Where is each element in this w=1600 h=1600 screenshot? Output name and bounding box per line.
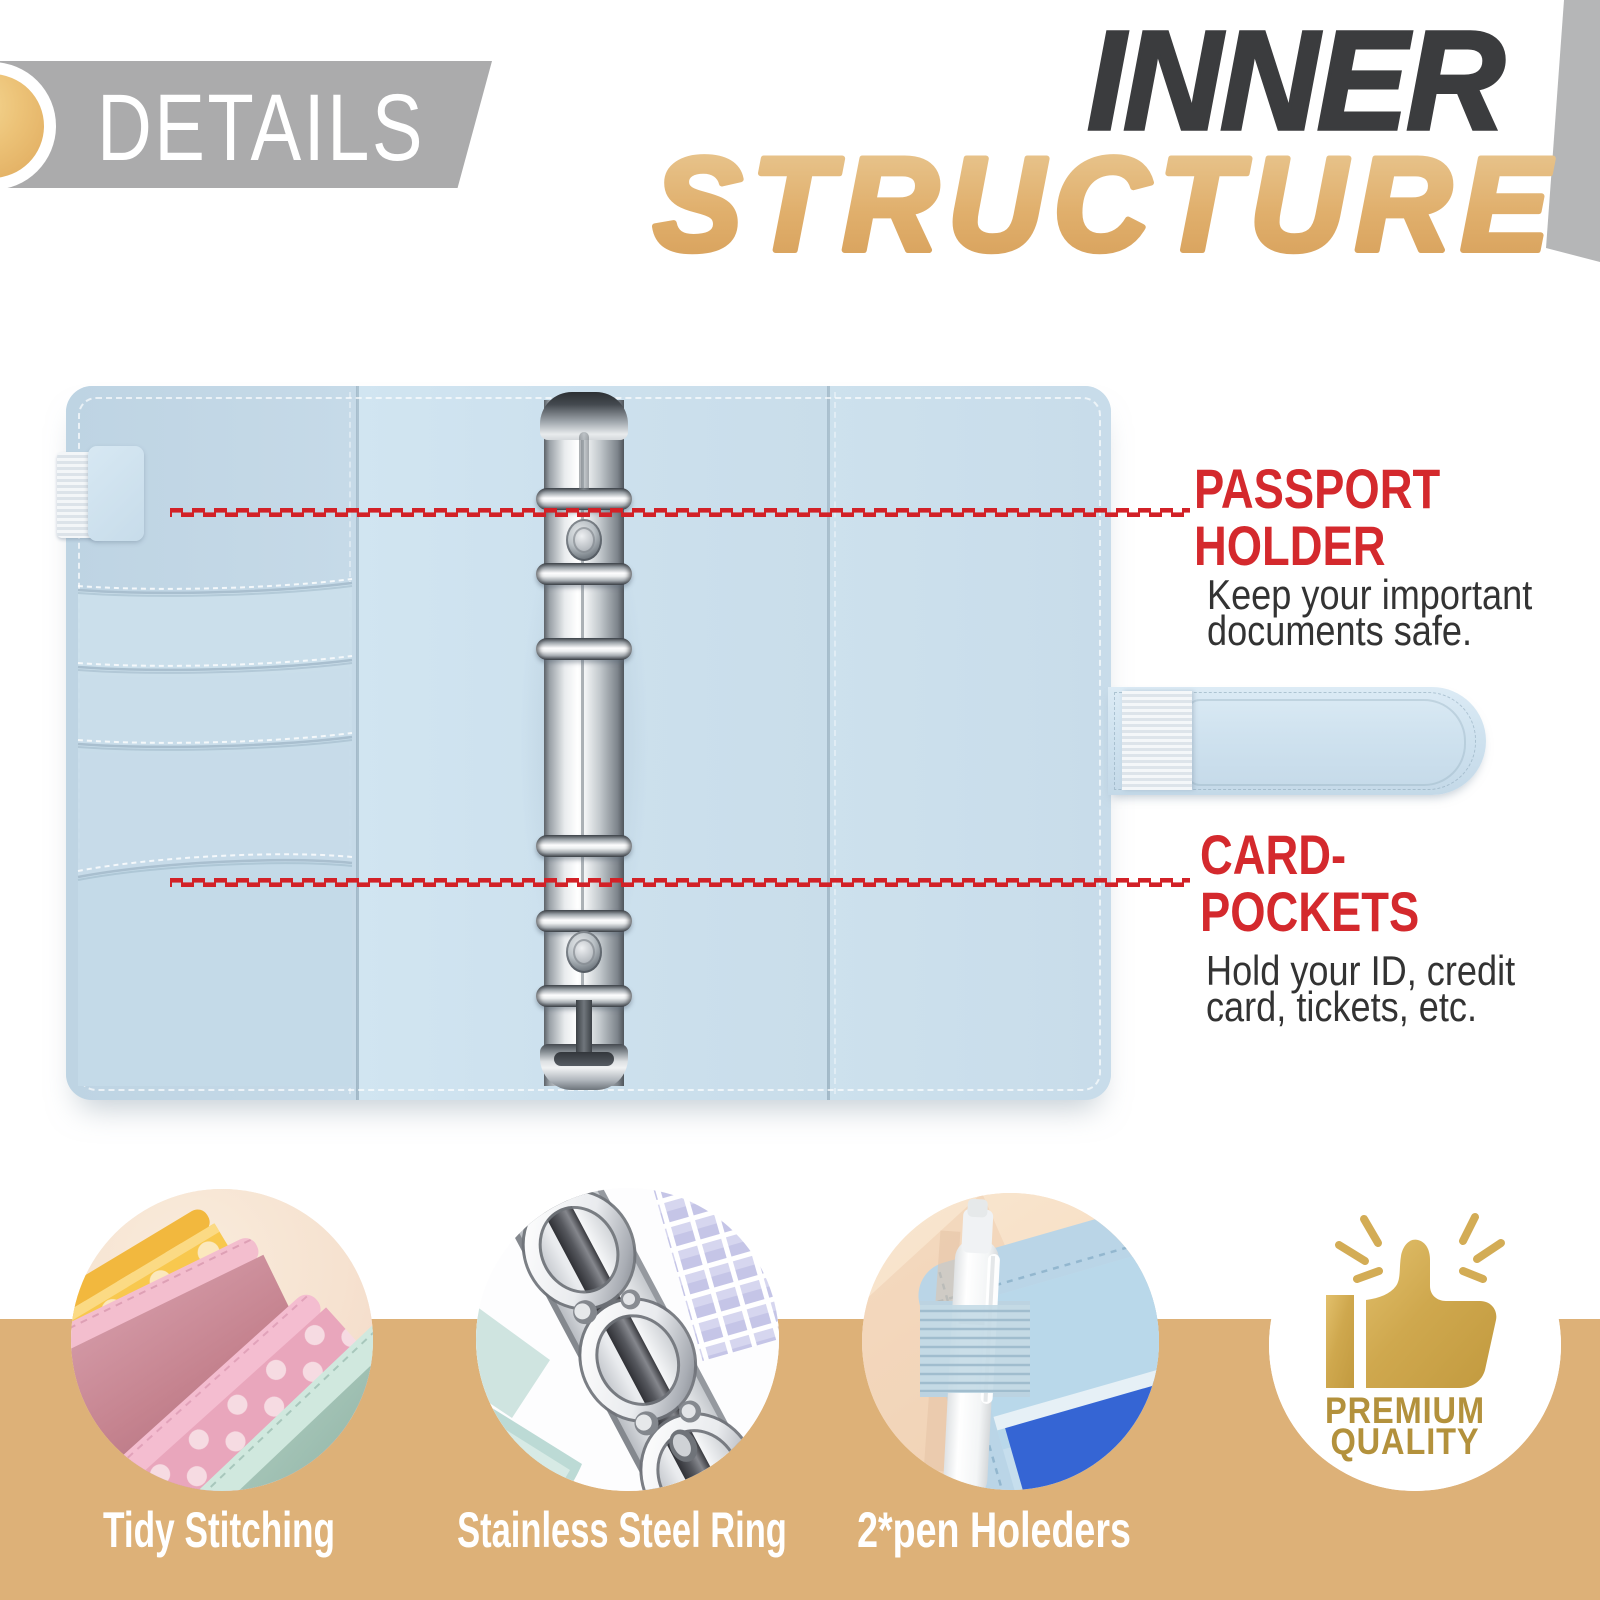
svg-text:STRUCTURE: STRUCTURE [653, 131, 1559, 279]
